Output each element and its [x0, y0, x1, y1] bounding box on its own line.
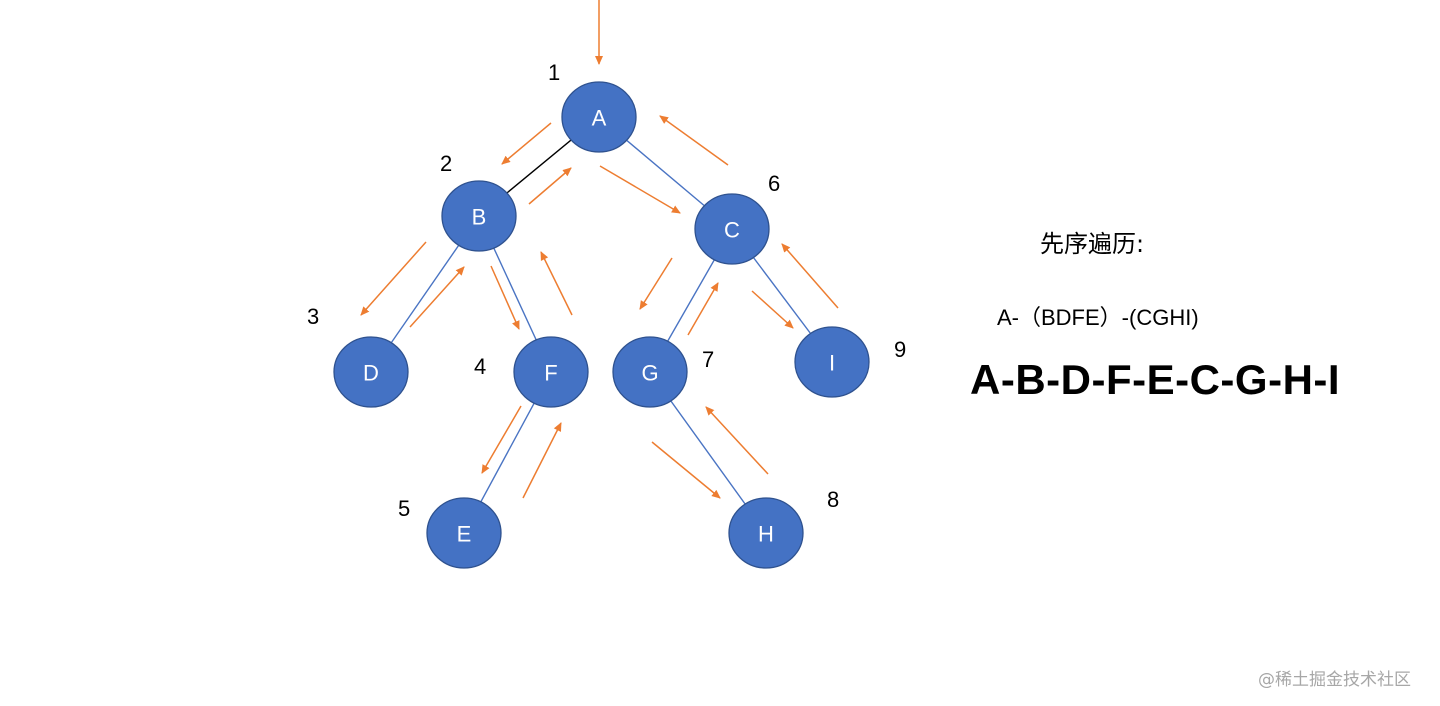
- node-circle-g: [612, 336, 688, 408]
- traversal-arrow-9: [540, 251, 573, 316]
- node-e: E: [426, 497, 502, 569]
- traversal-arrow-7: [409, 266, 465, 328]
- node-label-e: E: [457, 522, 472, 547]
- node-d: D: [333, 336, 409, 408]
- node-label-b: B: [472, 205, 487, 230]
- node-label-f: F: [544, 361, 557, 386]
- traversal-arrow-11: [522, 422, 562, 499]
- node-circle-h: [728, 497, 804, 569]
- traversal-grouping: A-（BDFE）-(CGHI): [997, 305, 1199, 330]
- traversal-arrow-6: [360, 241, 427, 316]
- visit-order-numbers: 1 2 3 4 5 6 7 8 9: [307, 60, 906, 521]
- node-f: F: [513, 336, 589, 408]
- traversal-arrow-16: [651, 441, 721, 499]
- node-circle-d: [333, 336, 409, 408]
- order-number-e: 5: [398, 496, 410, 521]
- traversal-arrows: [360, 0, 839, 499]
- tree-nodes: A B D F E C G H I: [333, 81, 870, 569]
- node-circle-e: [426, 497, 502, 569]
- node-i: I: [794, 326, 870, 398]
- tree-edges: [370, 116, 833, 534]
- traversal-arrow-14: [751, 290, 794, 329]
- node-c: C: [694, 193, 770, 265]
- node-circle-b: [441, 180, 517, 252]
- traversal-title: 先序遍历:: [1040, 230, 1145, 258]
- order-number-d: 3: [307, 304, 319, 329]
- node-a: A: [561, 81, 637, 153]
- traversal-arrow-4: [599, 165, 681, 214]
- traversal-arrow-10: [481, 405, 522, 474]
- node-label-h: H: [758, 522, 774, 547]
- order-number-c: 6: [768, 171, 780, 196]
- node-label-a: A: [592, 106, 607, 131]
- node-circle-f: [513, 336, 589, 408]
- traversal-arrow-5: [659, 115, 729, 166]
- traversal-sequence: A-B-D-F-E-C-G-H-I: [970, 356, 1341, 403]
- order-number-b: 2: [440, 151, 452, 176]
- node-g: G: [612, 336, 688, 408]
- order-number-a: 1: [548, 60, 560, 85]
- node-label-d: D: [363, 361, 379, 386]
- order-number-h: 8: [827, 487, 839, 512]
- traversal-arrow-15: [781, 243, 839, 309]
- traversal-arrow-3: [528, 167, 572, 205]
- order-number-i: 9: [894, 337, 906, 362]
- node-h: H: [728, 497, 804, 569]
- watermark-text: @稀土掘金技术社区: [1258, 670, 1411, 690]
- traversal-arrow-2: [501, 122, 552, 165]
- traversal-arrow-13: [687, 282, 719, 336]
- traversal-arrow-17: [705, 406, 769, 475]
- node-label-g: G: [641, 361, 658, 386]
- node-circle-a: [561, 81, 637, 153]
- traversal-arrow-12: [639, 257, 673, 310]
- node-b: B: [441, 180, 517, 252]
- node-label-i: I: [829, 351, 835, 376]
- node-circle-c: [694, 193, 770, 265]
- order-number-f: 4: [474, 354, 486, 379]
- node-label-c: C: [724, 218, 740, 243]
- traversal-arrow-8: [490, 265, 520, 330]
- node-circle-i: [794, 326, 870, 398]
- order-number-g: 7: [702, 347, 714, 372]
